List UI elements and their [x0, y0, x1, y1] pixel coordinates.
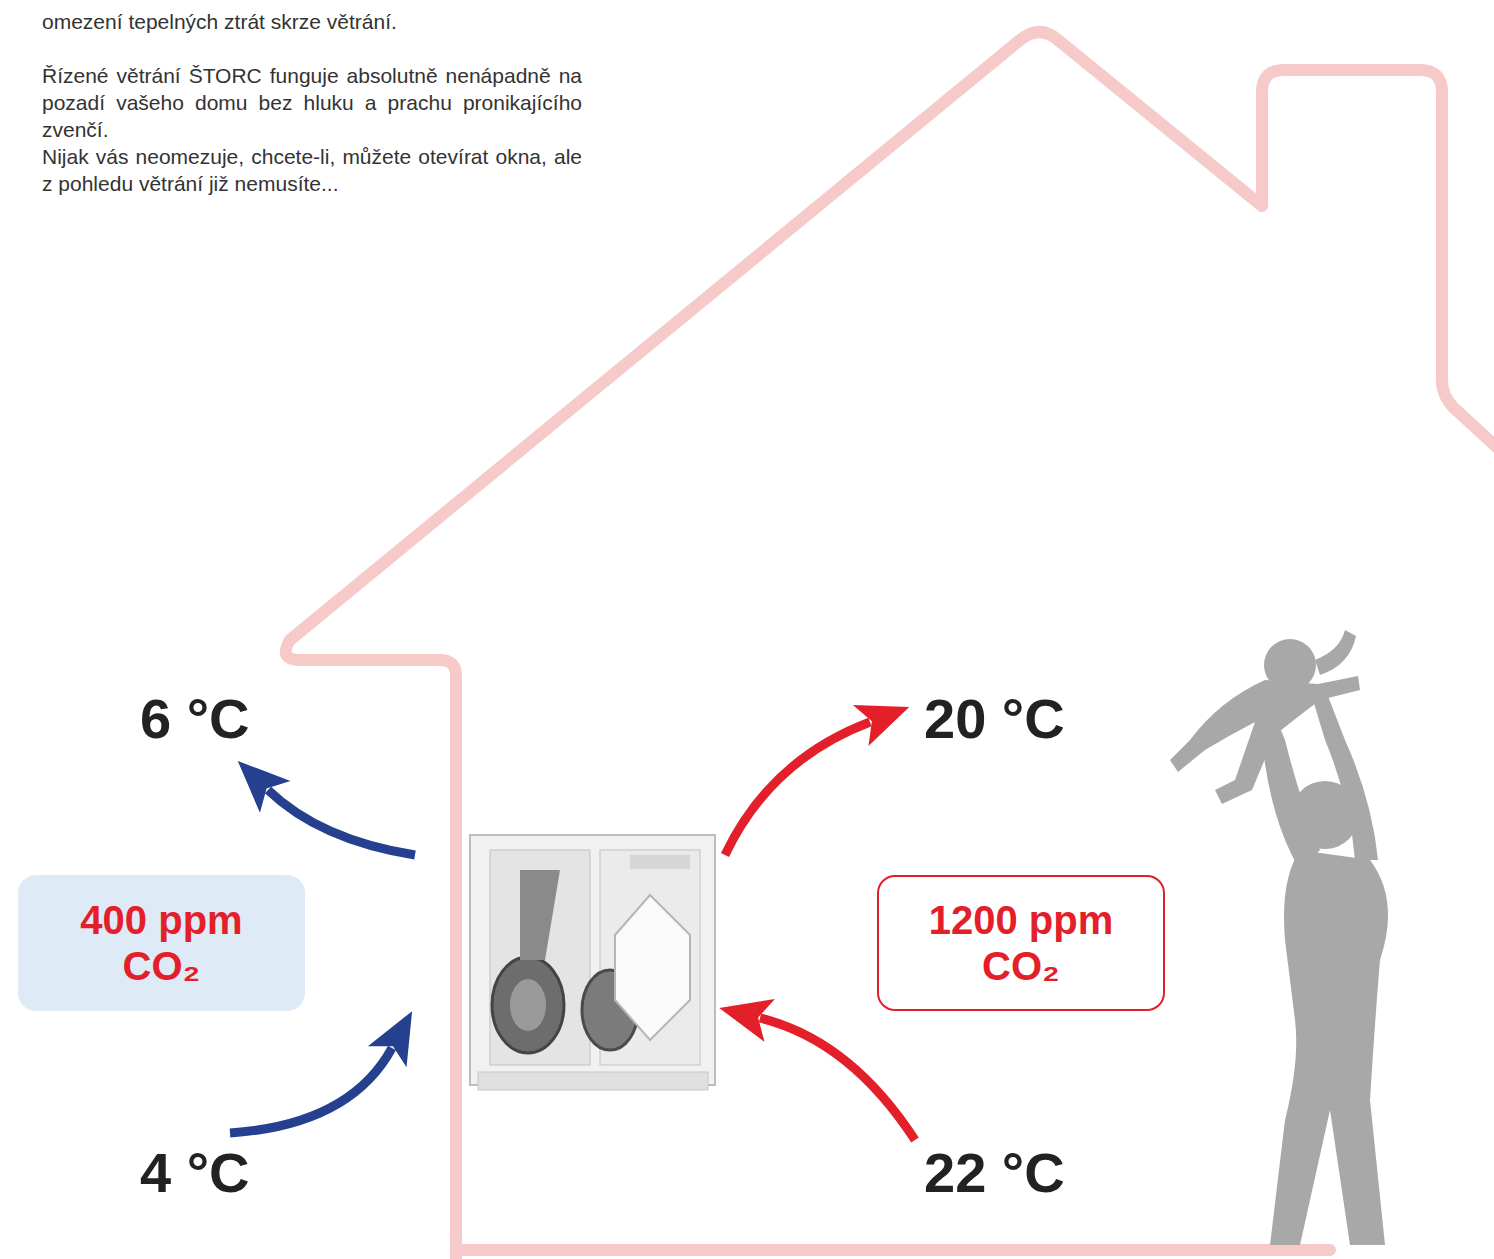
people-silhouette: [1170, 630, 1388, 1245]
intro-text: Řízené větrání ŠTORC funguje absolutně n…: [42, 62, 582, 143]
extract-arrow: [760, 1018, 915, 1140]
temperature-label: 20 °C: [924, 686, 1065, 751]
outdoor-air-box: 400 ppm CO₂: [18, 875, 305, 1011]
exhaust-arrow: [268, 790, 415, 855]
intro-text: Nijak vás neomezuje, chcete-li, můžete o…: [42, 143, 582, 197]
temperature-label: 4 °C: [140, 1140, 250, 1205]
temperature-label: 22 °C: [924, 1140, 1065, 1205]
ventilation-unit: [470, 835, 715, 1090]
co2-value: 400 ppm CO₂: [47, 897, 277, 989]
supply-arrow: [725, 722, 870, 855]
intro-text: omezení tepelných ztrát skrze větrání.: [42, 8, 582, 35]
house-outline: [286, 32, 1494, 1259]
co2-value: 1200 ppm CO₂: [906, 897, 1136, 989]
temperature-label: 6 °C: [140, 686, 250, 751]
intake-arrow: [230, 1048, 392, 1133]
indoor-air-box: 1200 ppm CO₂: [877, 875, 1165, 1011]
